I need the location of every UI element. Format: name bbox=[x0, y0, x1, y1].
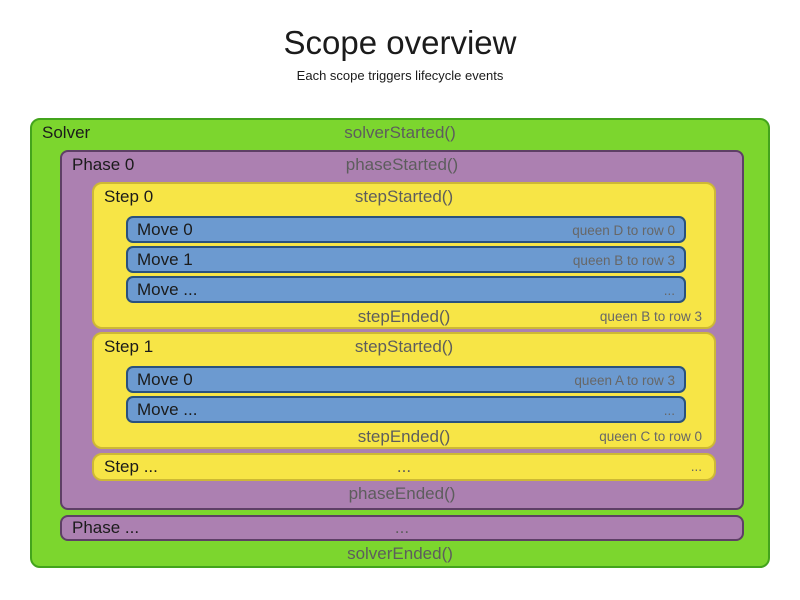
phase-more-center-ellipsis: ... bbox=[394, 518, 410, 537]
step-more-center-ellipsis: ... bbox=[396, 457, 412, 476]
step0-label: Step 0 bbox=[104, 187, 154, 206]
move-label: Move 0 bbox=[137, 370, 193, 389]
step0-header: Step 0 stepStarted() bbox=[94, 184, 714, 212]
move-label: Move ... bbox=[137, 280, 198, 299]
phase0-label: Phase 0 bbox=[72, 155, 135, 174]
step0-scope-box: Step 0 stepStarted() Move 0 queen D to r… bbox=[92, 182, 716, 329]
phase-started-event: phaseStarted() bbox=[345, 155, 459, 174]
move-note: ... bbox=[663, 283, 675, 298]
step1-ended-row: stepEnded() queen C to row 0 bbox=[94, 424, 714, 450]
move-row: Move 1 queen B to row 3 bbox=[126, 246, 686, 273]
move-row: Move 0 queen A to row 3 bbox=[126, 366, 686, 393]
step-more-box: Step ... ... ... bbox=[92, 453, 716, 481]
move-note: queen B to row 3 bbox=[572, 253, 675, 268]
step1-scope-box: Step 1 stepStarted() Move 0 queen A to r… bbox=[92, 332, 716, 449]
phase0-scope-box: Phase 0 phaseStarted() Step 0 stepStarte… bbox=[60, 150, 744, 510]
solver-scope-box: Solver solverStarted() Phase 0 phaseStar… bbox=[30, 118, 770, 568]
move-row: Move 0 queen D to row 0 bbox=[126, 216, 686, 243]
step1-ended-event: stepEnded() bbox=[357, 427, 451, 446]
step1-ended-note: queen C to row 0 bbox=[599, 429, 702, 444]
step-more-label: Step ... bbox=[104, 457, 158, 476]
solver-ended-event: solverEnded() bbox=[347, 544, 453, 563]
solver-header: Solver solverStarted() bbox=[32, 120, 768, 148]
move-row: Move ... ... bbox=[126, 396, 686, 423]
phase0-header: Phase 0 phaseStarted() bbox=[62, 152, 742, 180]
solver-started-event: solverStarted() bbox=[344, 123, 456, 142]
solver-label: Solver bbox=[42, 123, 91, 142]
page-subtitle: Each scope triggers lifecycle events bbox=[296, 68, 504, 83]
move-label: Move 1 bbox=[137, 250, 193, 269]
move-note: queen A to row 3 bbox=[574, 373, 675, 388]
step0-ended-row: stepEnded() queen B to row 3 bbox=[94, 304, 714, 330]
move-label: Move 0 bbox=[137, 220, 193, 239]
phase-more-label: Phase ... bbox=[72, 518, 140, 537]
step1-header: Step 1 stepStarted() bbox=[94, 334, 714, 362]
phase-more-box: Phase ... ... bbox=[60, 515, 744, 541]
page-title: Scope overview bbox=[283, 24, 517, 61]
move-note: queen D to row 0 bbox=[572, 223, 675, 238]
move-label: Move ... bbox=[137, 400, 198, 419]
step1-label: Step 1 bbox=[104, 337, 154, 356]
phase-ended-event: phaseEnded() bbox=[348, 484, 456, 503]
step0-ended-event: stepEnded() bbox=[357, 307, 451, 326]
step-more-right-ellipsis: ... bbox=[690, 459, 702, 474]
move-row: Move ... ... bbox=[126, 276, 686, 303]
step0-ended-note: queen B to row 3 bbox=[599, 309, 702, 324]
move-note: ... bbox=[663, 403, 675, 418]
step0-started-event: stepStarted() bbox=[354, 187, 454, 206]
step1-started-event: stepStarted() bbox=[354, 337, 454, 356]
